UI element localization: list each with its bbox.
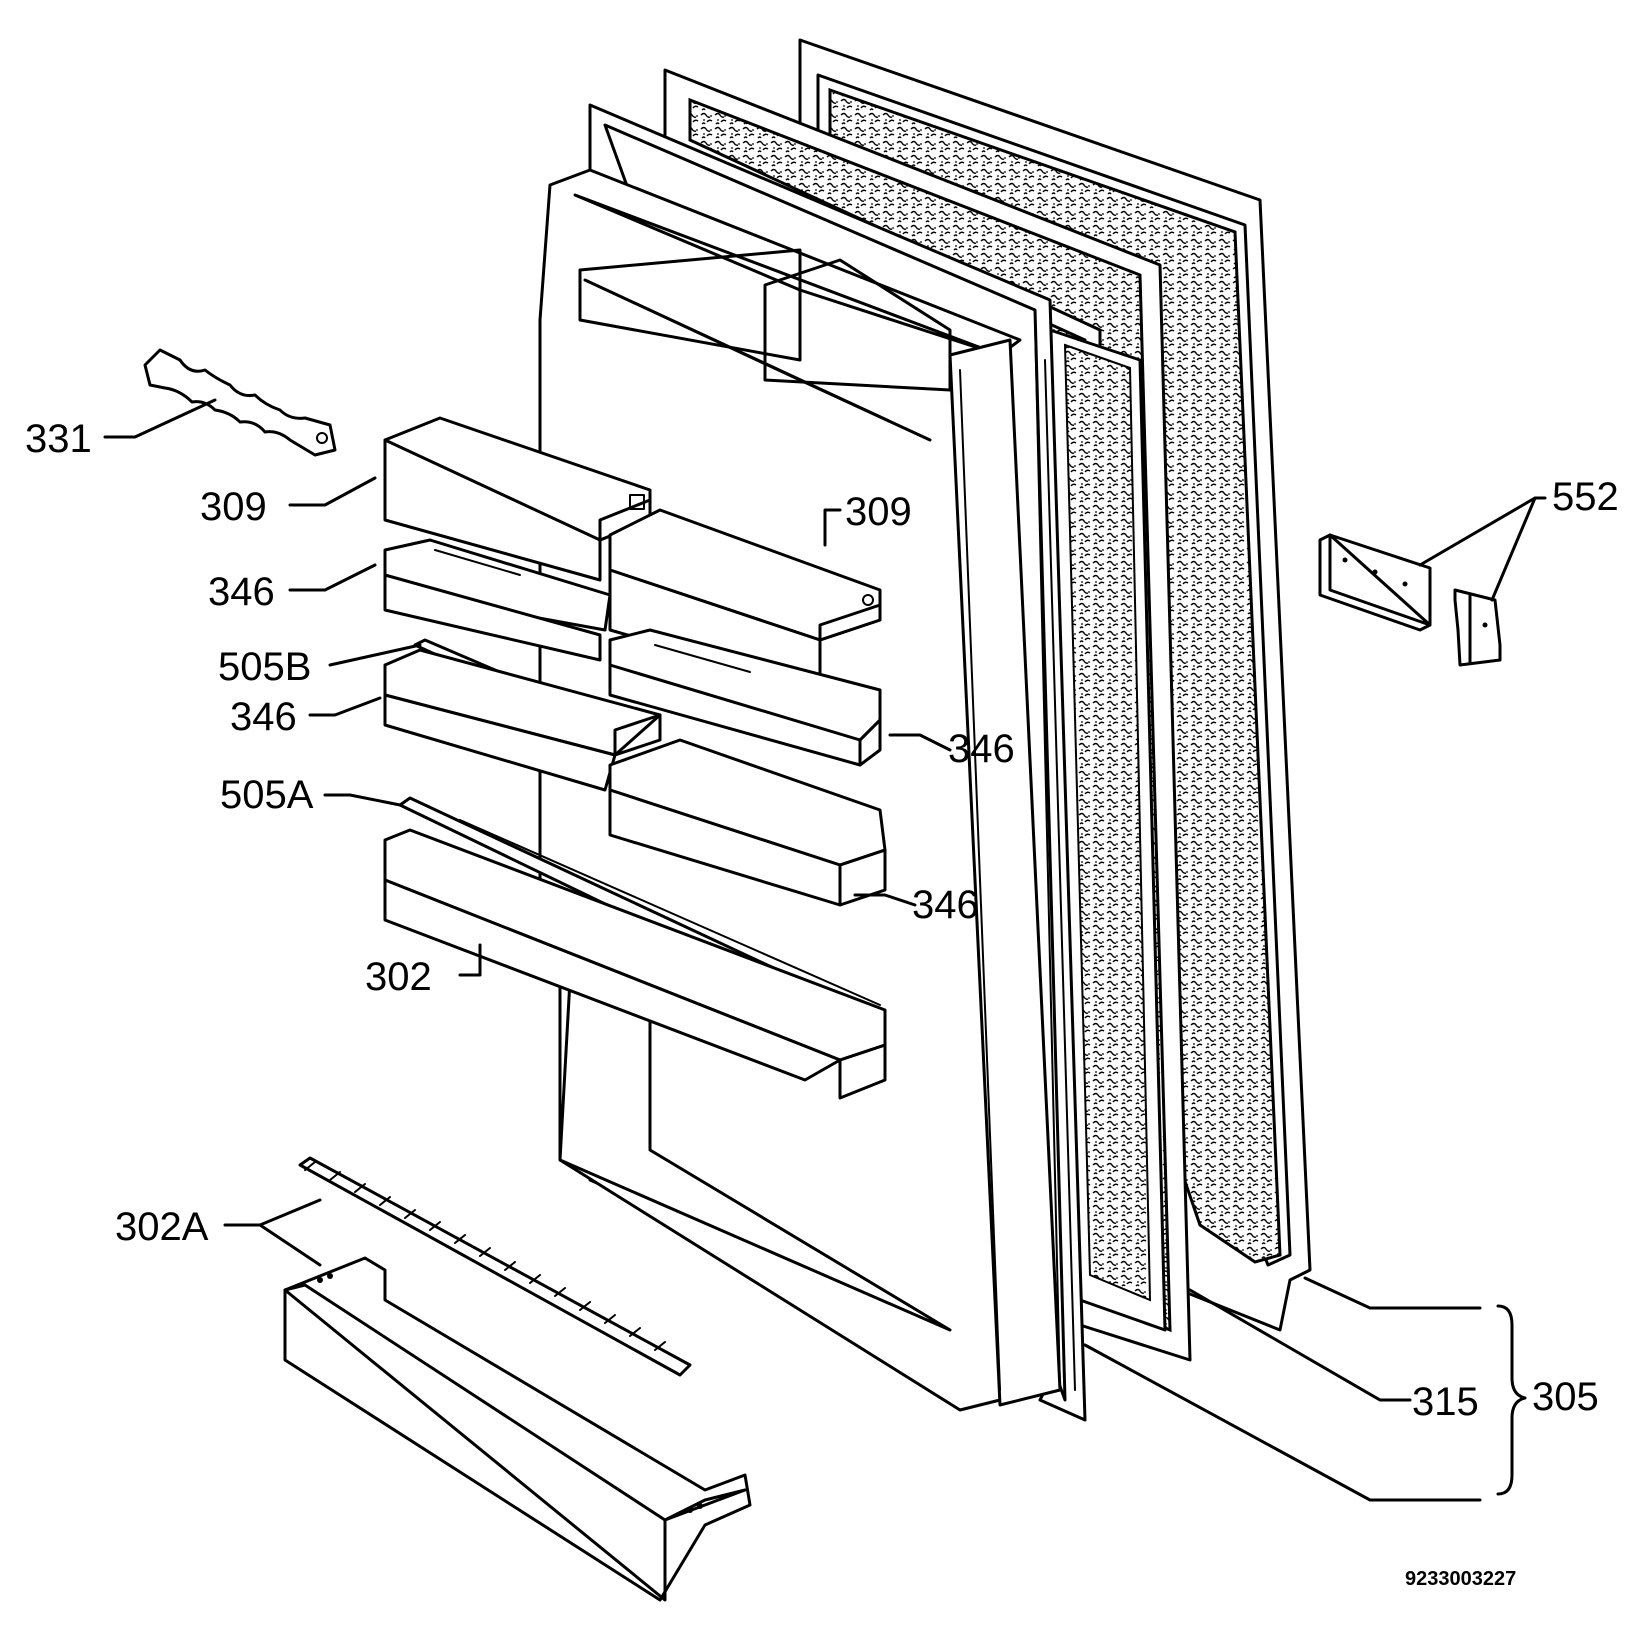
callout-302a: 302A xyxy=(115,1205,209,1249)
callout-309-left: 309 xyxy=(200,485,267,529)
part-552-hinge-brackets xyxy=(1318,533,1502,667)
callout-346-left-upper: 346 xyxy=(208,570,275,614)
callout-305: 305 xyxy=(1532,1375,1599,1419)
part-302-bottle-shelf xyxy=(383,819,887,1100)
callout-346-left-lower: 346 xyxy=(230,695,297,739)
part-302a-bottom-shelf xyxy=(283,1156,752,1602)
callout-309-right: 309 xyxy=(845,490,912,534)
callout-346-right-upper: 346 xyxy=(948,727,1015,771)
callout-346-right-lower: 346 xyxy=(912,883,979,927)
part-346-left-upper-shelf xyxy=(383,538,612,662)
callout-505a: 505A xyxy=(220,773,314,817)
callout-315: 315 xyxy=(1412,1380,1479,1424)
leader-lines xyxy=(103,398,1547,1502)
part-331-bracket xyxy=(143,348,337,457)
callout-labels: 331 309 309 346 505B 346 346 505A 346 30… xyxy=(25,417,1619,1590)
document-code: 9233003227 xyxy=(1405,1568,1516,1590)
callout-552: 552 xyxy=(1552,475,1619,519)
part-346-right-lower-shelf xyxy=(608,738,887,907)
callout-331: 331 xyxy=(25,417,92,461)
callout-505b: 505B xyxy=(218,645,311,689)
part-309-left-covered-box xyxy=(383,416,652,582)
part-346-right-upper-shelf xyxy=(608,628,882,767)
part-346-left-lower-shelf xyxy=(383,648,662,792)
callout-302: 302 xyxy=(365,955,432,999)
